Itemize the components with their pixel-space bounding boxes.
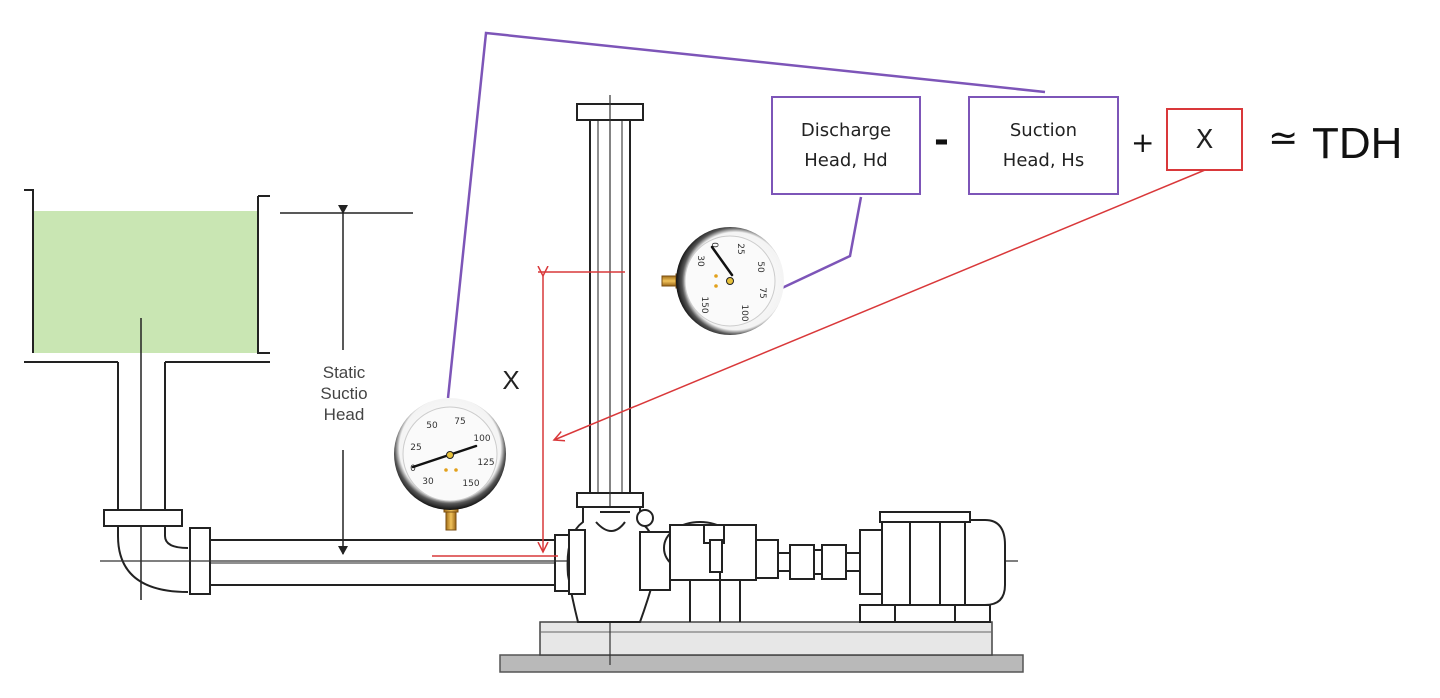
x-height-dimension <box>432 272 625 557</box>
base-plate <box>499 621 1024 673</box>
x-height-label: X <box>502 365 519 395</box>
suction-tick-125: 125 <box>477 458 494 468</box>
suction-flange <box>103 509 183 527</box>
discharge-tick-0: 0 <box>709 242 719 248</box>
static-label-line2: Suctio <box>320 384 368 403</box>
suction-gauge: 0 25 50 75 100 125 150 30 <box>394 398 506 531</box>
suction-head-line2: Head, Hs <box>1002 149 1085 171</box>
suction-tick-30: 30 <box>422 477 434 487</box>
motor <box>859 511 1006 623</box>
tank-fluid <box>33 211 258 353</box>
suction-head-box: Suction Head, Hs <box>968 96 1119 195</box>
discharge-tick-50: 50 <box>755 261 765 273</box>
static-label-line3: Head <box>323 405 365 424</box>
tdh-label: TDH <box>1312 119 1403 168</box>
suction-tick-150: 150 <box>462 479 479 489</box>
pump-casing <box>566 506 779 623</box>
suction-head-line1: Suction <box>1009 119 1078 141</box>
supply-tank <box>24 189 270 363</box>
suction-tick-100: 100 <box>473 434 490 444</box>
suction-gauge-connector <box>446 31 1046 399</box>
discharge-tick-25: 25 <box>735 243 745 254</box>
static-suction-head-label: Static Suctio Head <box>298 362 390 425</box>
suction-tick-25: 25 <box>410 443 421 453</box>
x-box-label: X <box>1195 124 1214 155</box>
discharge-tick-30: 30 <box>695 255 705 267</box>
discharge-gauge-connector <box>781 196 863 290</box>
purple-connectors <box>446 31 1046 399</box>
suction-tick-0: 0 <box>410 464 416 474</box>
discharge-head-box: Discharge Head, Hd <box>771 96 921 195</box>
approx-symbol: ≃ <box>1268 118 1299 159</box>
x-box: X <box>1166 108 1243 171</box>
discharge-gauge-needle <box>710 245 734 277</box>
tank-wall-right <box>257 196 270 354</box>
discharge-tick-100: 100 <box>739 304 749 321</box>
x-box-connector <box>554 169 1206 440</box>
static-label-line1: Static <box>322 363 366 382</box>
discharge-head-line1: Discharge <box>800 119 892 141</box>
suction-tick-50: 50 <box>426 421 438 431</box>
shaft-coupling <box>777 544 861 580</box>
static-head-dimension <box>280 205 413 555</box>
suction-tick-75: 75 <box>454 417 465 427</box>
discharge-head-line2: Head, Hd <box>804 149 888 171</box>
discharge-tick-75: 75 <box>757 287 767 298</box>
tank-wall-left <box>24 189 34 353</box>
minus-operator: - <box>934 120 949 161</box>
plus-operator: + <box>1131 126 1155 159</box>
discharge-tick-150: 150 <box>699 296 709 313</box>
discharge-gauge: 0 25 50 75 100 150 30 <box>661 227 784 335</box>
suction-gauge-needle <box>411 444 478 469</box>
